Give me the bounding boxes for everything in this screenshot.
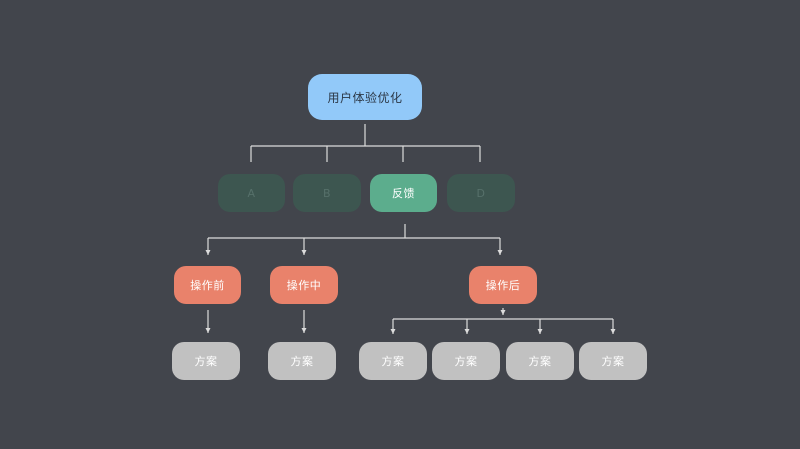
node-during-operation: 操作中 (270, 266, 338, 304)
node-a: A (218, 174, 285, 212)
solution-node: 方案 (359, 342, 427, 380)
solution-node: 方案 (579, 342, 647, 380)
solution-node: 方案 (172, 342, 240, 380)
node-after-operation: 操作后 (469, 266, 537, 304)
node-d: D (447, 174, 515, 212)
solution-node: 方案 (268, 342, 336, 380)
node-feedback: 反馈 (370, 174, 437, 212)
solution-node: 方案 (506, 342, 574, 380)
node-b: B (293, 174, 361, 212)
root-node: 用户体验优化 (308, 74, 422, 120)
solution-node: 方案 (432, 342, 500, 380)
node-before-operation: 操作前 (174, 266, 241, 304)
